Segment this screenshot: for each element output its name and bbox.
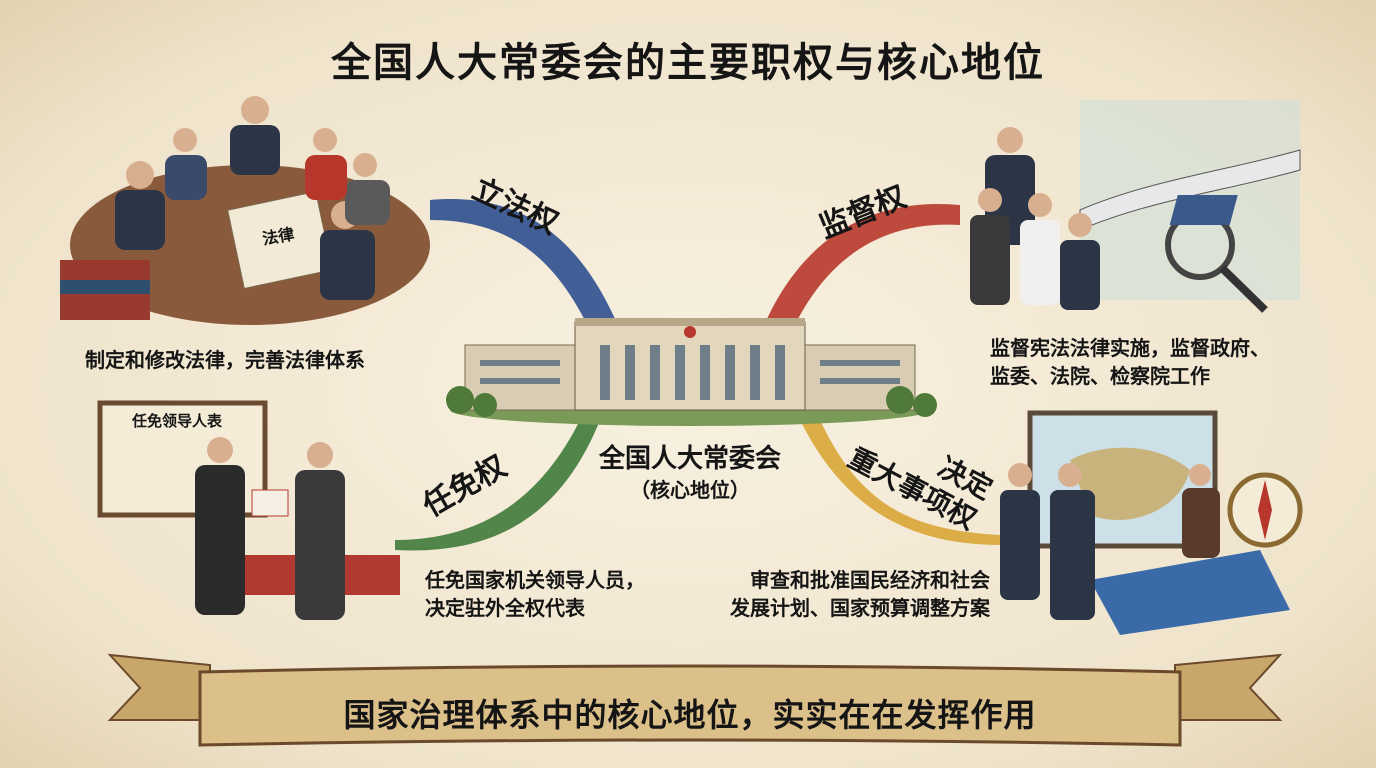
supervision-description: 监督宪法法律实施，监督政府、 监委、法院、检察院工作 xyxy=(990,334,1270,390)
banner-text: 国家治理体系中的核心地位，实实在在发挥作用 xyxy=(343,696,1037,734)
description-line: 决定驻外全权代表 xyxy=(425,596,585,620)
description-line: 发展计划、国家预算调整方案 xyxy=(730,596,990,620)
legislative-description: 制定和修改法律，完善法律体系 xyxy=(85,348,365,372)
major-matters-swoosh xyxy=(800,420,1000,545)
description-line: 监委、法院、检察院工作 xyxy=(990,364,1210,388)
description-line: 审查和批准国民经济和社会 xyxy=(750,568,990,592)
page-title: 全国人大常委会的主要职权与核心地位 xyxy=(331,40,1045,86)
appointment-swoosh xyxy=(395,420,600,551)
planning-illustration xyxy=(1000,410,1303,635)
appointment-board-title: 任免领导人表 xyxy=(132,412,223,430)
description-line: 任免国家机关领导人员， xyxy=(425,568,645,592)
major-matters-description: 审查和批准国民经济和社会 发展计划、国家预算调整方案 xyxy=(690,566,990,622)
description-line: 监督宪法法律实施，监督政府、 xyxy=(990,336,1270,360)
supervision-illustration xyxy=(970,100,1301,313)
ribbon-banner xyxy=(107,653,1283,747)
great-hall-building xyxy=(446,318,937,426)
appointment-description: 任免国家机关领导人员， 决定驻外全权代表 xyxy=(425,566,645,622)
legislation-meeting-illustration xyxy=(60,96,430,325)
legislative-swoosh xyxy=(430,199,620,330)
center-subtitle: （核心地位） xyxy=(630,478,750,502)
center-name: 全国人大常委会 xyxy=(598,444,781,474)
appointment-illustration xyxy=(97,400,400,620)
